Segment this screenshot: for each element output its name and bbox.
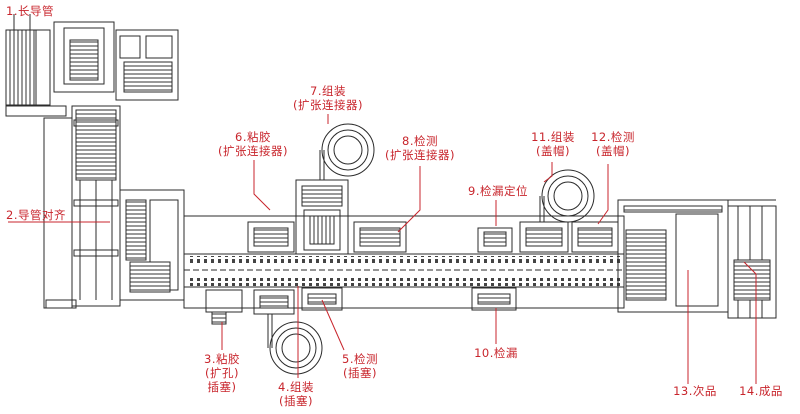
label-long-tube: 1.长导管 [6, 4, 54, 18]
label-defective: 13.次品 [673, 384, 717, 398]
label-gluing-connector: 6.粘胶 (扩张连接器) [218, 130, 288, 158]
label-inspection-connector: 8.检测 (扩张连接器) [385, 134, 455, 162]
label-finished: 14.成品 [739, 384, 783, 398]
label-assembly-cap: 11.组装 (盖帽) [531, 130, 575, 158]
label-assembly-connector: 7.组装 (扩张连接器) [293, 84, 363, 112]
label-tube-alignment: 2.导管对齐 [6, 208, 66, 222]
label-inspection-cap: 12.检测 (盖帽) [591, 130, 635, 158]
label-leak-test: 10.检漏 [474, 346, 518, 360]
label-assembly-plug: 4.组装 (插塞) [278, 380, 314, 408]
label-leak-positioning: 9.检漏定位 [468, 184, 528, 198]
drawing-lines [5, 14, 777, 375]
label-inspection-plug: 5.检测 (插塞) [342, 352, 378, 380]
leader-lines [8, 114, 757, 384]
label-gluing-plug: 3.粘胶 (扩孔) 插塞) [204, 352, 240, 394]
